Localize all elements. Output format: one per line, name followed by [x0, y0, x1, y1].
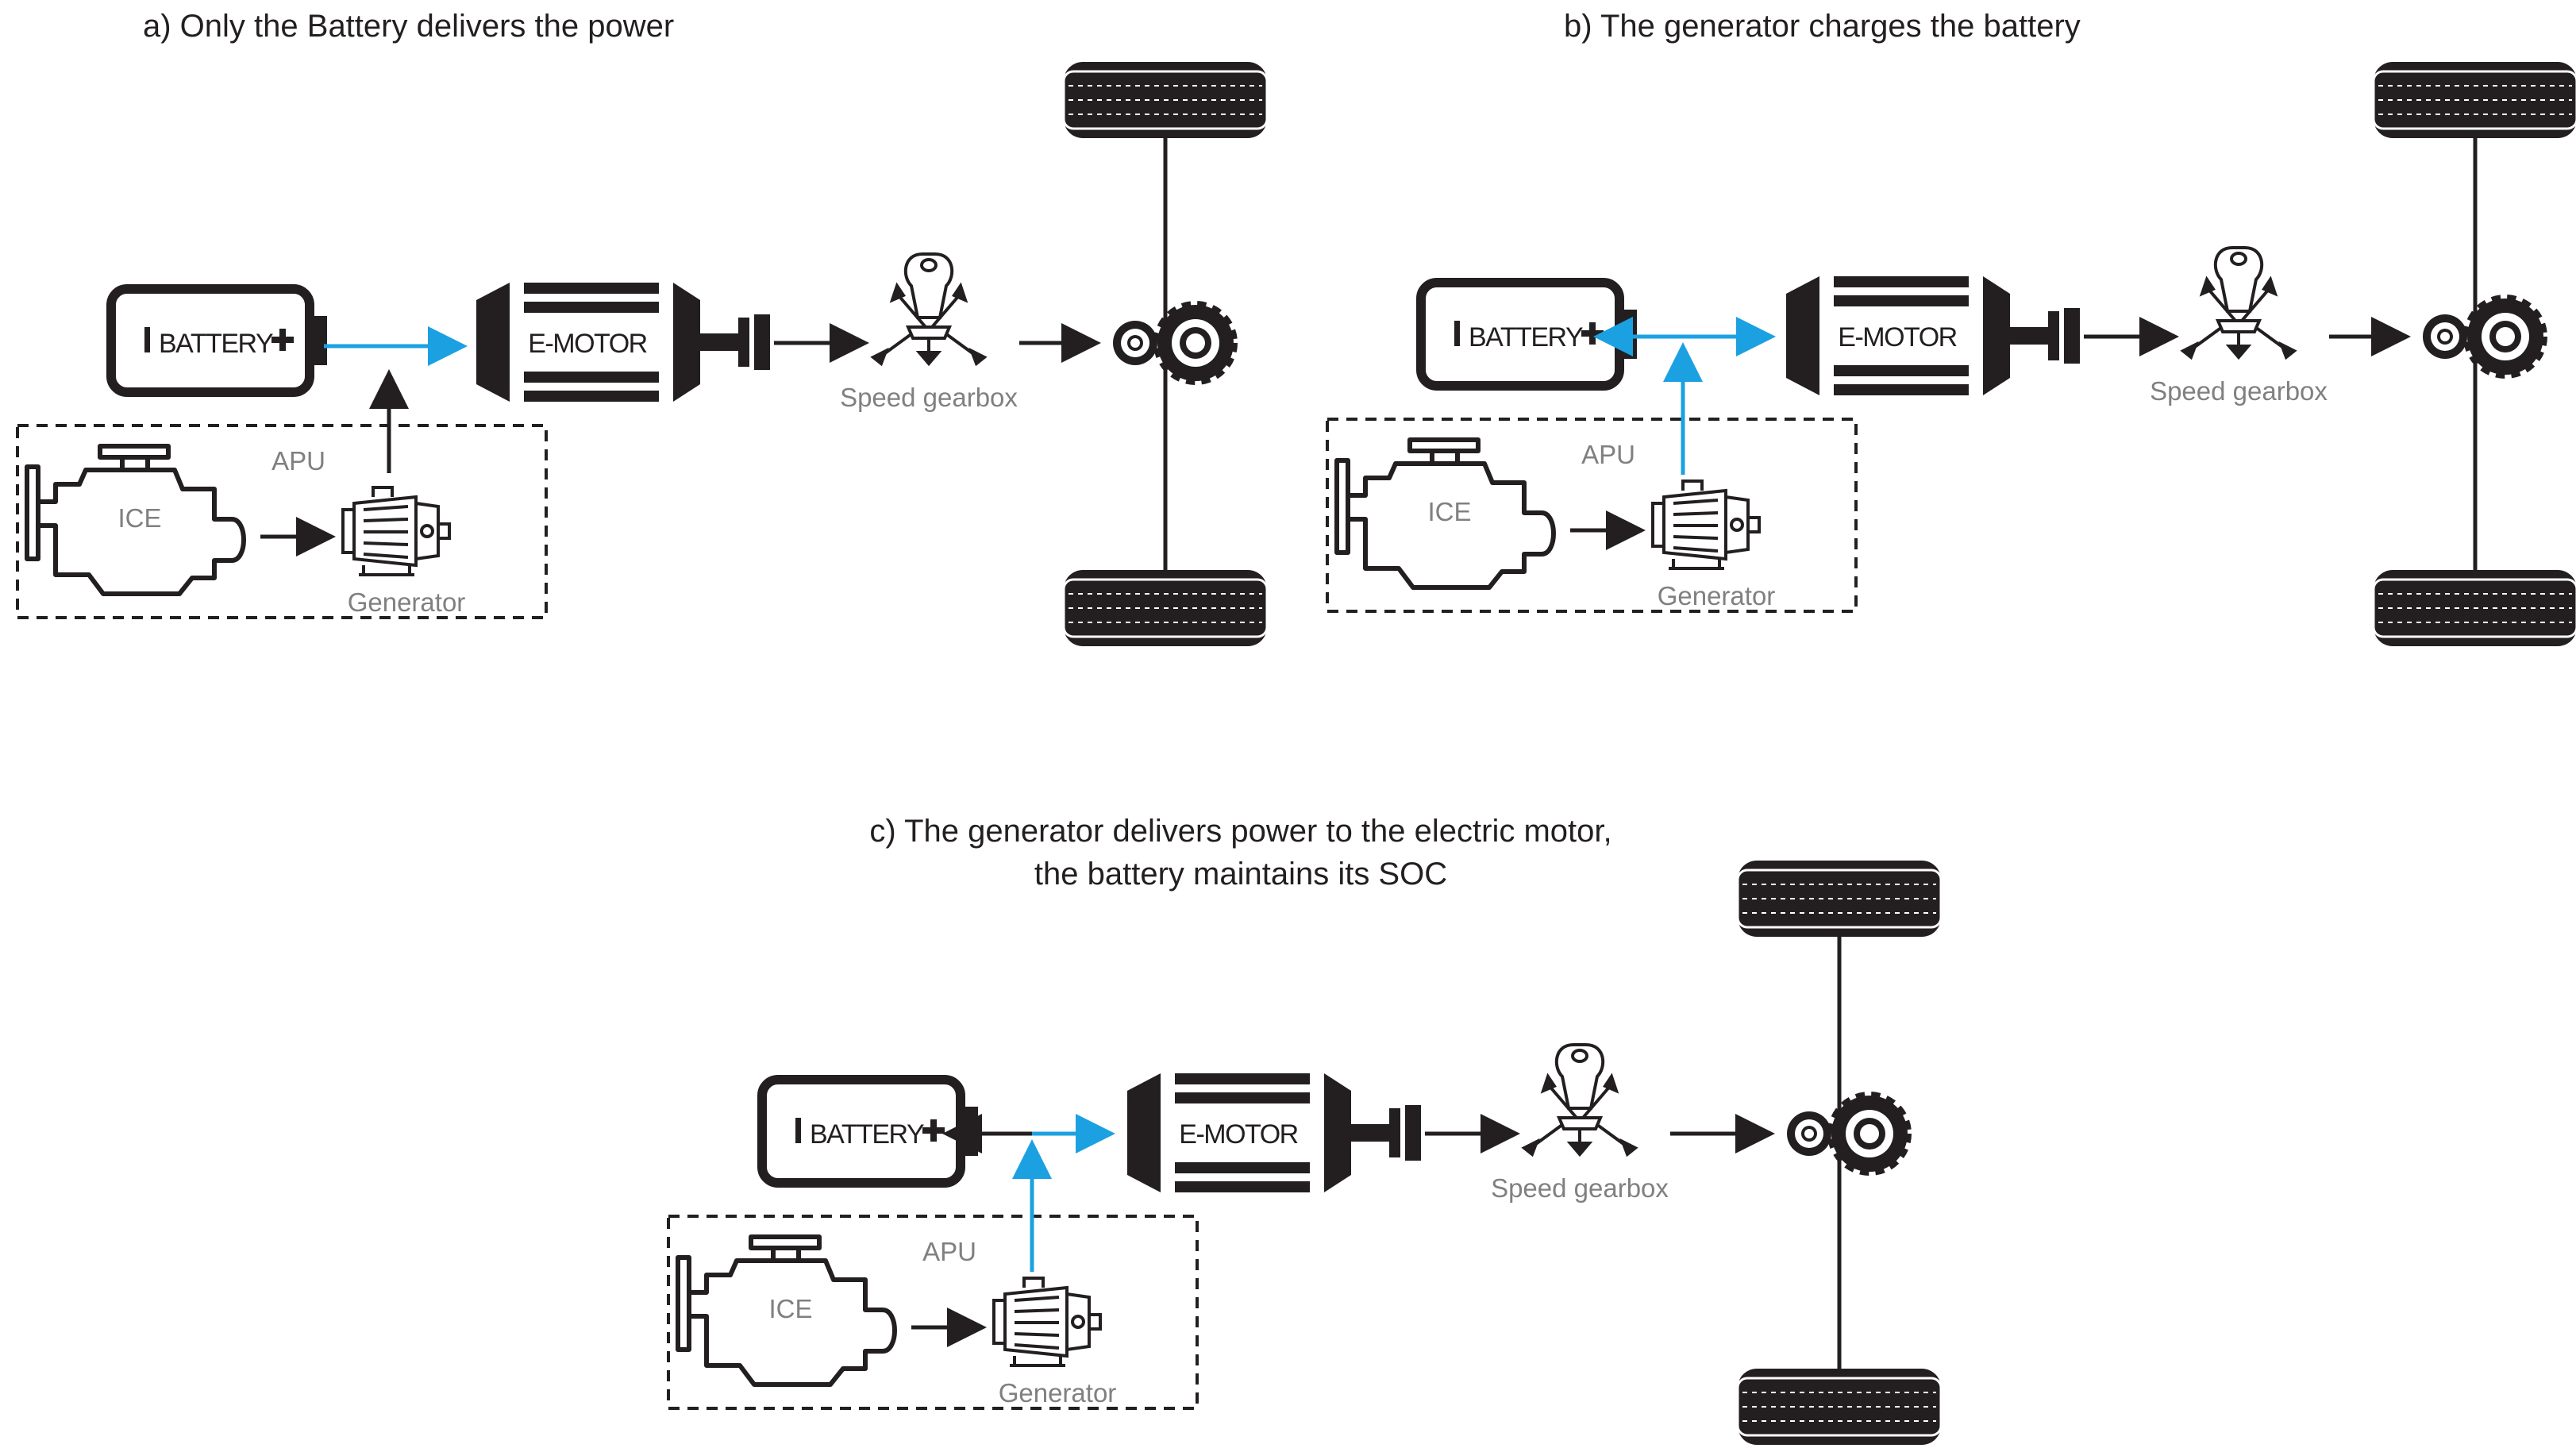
- generator-label: Generator: [999, 1378, 1117, 1408]
- tire-bottom-icon: [1062, 568, 1269, 648]
- gearbox-shifter-icon: [872, 252, 986, 365]
- apu-label: APU: [271, 446, 325, 476]
- battery-label: BATTERY: [1469, 322, 1583, 352]
- panel-a: a) Only the Battery delivers the powerBA…: [16, 9, 1269, 648]
- panel-title-line-2: the battery maintains its SOC: [1034, 857, 1447, 892]
- gearbox-shifter-icon: [1523, 1043, 1637, 1156]
- gearbox-shifter-icon: [2181, 246, 2296, 359]
- gear-pair-icon: [1787, 1096, 1908, 1172]
- tire-bottom-icon: [2372, 568, 2576, 648]
- tire-top-icon: [1736, 859, 1943, 938]
- tire-top-icon: [1062, 60, 1269, 140]
- generator-label: Generator: [1658, 581, 1776, 610]
- generator-icon: [341, 486, 451, 576]
- gear-pair-icon: [2423, 298, 2543, 375]
- tire-top-icon: [2372, 60, 2576, 140]
- panel-b: b) The generator charges the batteryBATT…: [1326, 9, 2576, 648]
- battery-label: BATTERY: [810, 1119, 924, 1150]
- panel-title: b) The generator charges the battery: [1564, 9, 2081, 44]
- gearbox-label: Speed gearbox: [1491, 1173, 1669, 1203]
- ice-label: ICE: [768, 1294, 812, 1323]
- tire-bottom-icon: [1736, 1367, 1943, 1446]
- gearbox-label: Speed gearbox: [840, 383, 1018, 412]
- e-motor-label: E-MOTOR: [1838, 322, 1956, 352]
- generator-icon: [992, 1277, 1102, 1367]
- generator-icon: [1651, 480, 1761, 570]
- battery-label: BATTERY: [159, 329, 273, 359]
- generator-label: Generator: [348, 587, 466, 617]
- e-motor-label: E-MOTOR: [528, 329, 646, 359]
- apu-label: APU: [922, 1237, 976, 1266]
- panel-title: a) Only the Battery delivers the power: [143, 9, 674, 44]
- panel-c: c) The generator delivers power to the e…: [667, 814, 1943, 1446]
- ice-label: ICE: [117, 503, 161, 533]
- e-motor-label: E-MOTOR: [1179, 1119, 1297, 1150]
- apu-label: APU: [1581, 440, 1635, 469]
- panel-title-line-1: c) The generator delivers power to the e…: [869, 814, 1611, 849]
- ice-label: ICE: [1427, 497, 1471, 526]
- gearbox-label: Speed gearbox: [2150, 376, 2328, 406]
- gear-pair-icon: [1113, 305, 1234, 381]
